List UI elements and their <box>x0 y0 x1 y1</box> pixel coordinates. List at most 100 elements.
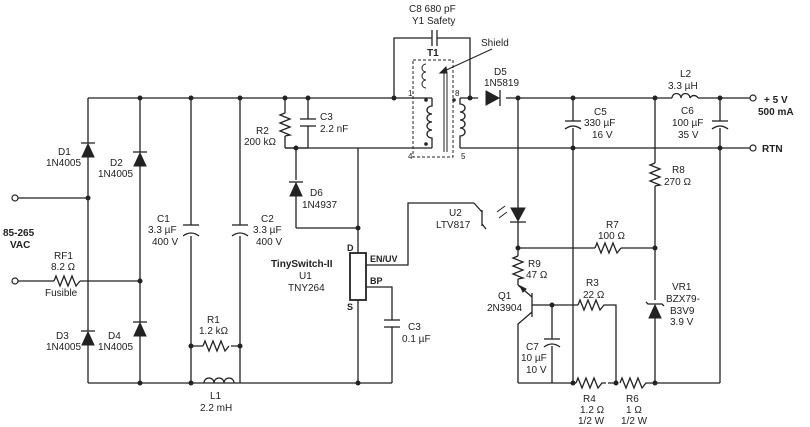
r9-value: 47 Ω <box>526 270 548 281</box>
r9-ref: R9 <box>528 259 541 270</box>
diode-d3 <box>81 330 95 346</box>
c7-ref: C7 <box>526 342 539 353</box>
d4-ref: D4 <box>108 331 121 342</box>
resistor-r6 <box>619 376 650 390</box>
input-terminal-line <box>11 194 19 202</box>
c7-rating: 10 V <box>526 365 547 376</box>
transistor-q1 <box>518 284 540 317</box>
c3-clamp-value: 2.2 nF <box>320 124 348 135</box>
u1-pin-d: D <box>347 243 354 253</box>
l2-value: 3.3 µH <box>668 81 698 92</box>
optocoupler-u2 <box>473 202 526 230</box>
c8-ref: C8 680 pF <box>409 4 456 15</box>
inductor-l1 <box>203 377 235 384</box>
shield-arrow <box>441 48 493 73</box>
rf1-ref: RF1 <box>54 251 73 262</box>
c3-clamp-ref: C3 <box>320 112 333 123</box>
r8-value: 270 Ω <box>664 177 691 188</box>
t1-pin5: 5 <box>461 152 466 161</box>
d3-ref: D3 <box>56 331 69 342</box>
capacitor-c2 <box>231 224 249 237</box>
rf1-note: Fusible <box>45 288 78 299</box>
wires <box>18 37 750 384</box>
r2-value: 200 kΩ <box>244 137 276 148</box>
u1-ref: U1 <box>299 271 312 282</box>
u1-pin-bp: BP <box>370 276 383 286</box>
zener-vr1 <box>645 301 665 319</box>
c5-rating: 16 V <box>592 130 613 141</box>
u2-ref: U2 <box>449 208 462 219</box>
r6-ref: R6 <box>626 394 639 405</box>
c1-ref: C1 <box>157 214 170 225</box>
q1-ref: Q1 <box>498 291 512 302</box>
vr1-ref: VR1 <box>672 282 692 293</box>
vr1-part1: BZX79- <box>666 294 700 305</box>
input-terminal-neutral <box>11 277 19 285</box>
t1-pin4: 4 <box>408 152 413 161</box>
l1-value: 2.2 mH <box>200 403 232 414</box>
diode-d1 <box>81 142 95 158</box>
c6-value: 100 µF <box>672 118 703 129</box>
d3-part: 1N4005 <box>46 342 81 353</box>
d1-ref: D1 <box>58 147 71 158</box>
capacitor-c7 <box>543 338 561 348</box>
d5-part: 1N5819 <box>484 78 519 89</box>
r6-value: 1 Ω <box>626 405 642 416</box>
t1-pin1: 1 <box>408 89 413 98</box>
c1-value: 3.3 µF <box>148 225 177 236</box>
d5-ref: D5 <box>494 67 507 78</box>
resistor-r7 <box>594 241 622 255</box>
l1-ref: L1 <box>210 391 222 402</box>
r2-ref: R2 <box>256 126 269 137</box>
u1-pin-en: EN/UV <box>370 254 398 264</box>
transformer-t1 <box>412 59 466 158</box>
r3-value: 22 Ω <box>583 290 605 301</box>
resistor-r2 <box>278 112 293 137</box>
u2-part: LTV817 <box>436 220 471 231</box>
capacitor-c8 <box>431 30 438 46</box>
d6-ref: D6 <box>310 188 323 199</box>
c6-ref: C6 <box>681 106 694 117</box>
d4-part: 1N4005 <box>98 342 133 353</box>
c7-value: 10 µF <box>521 353 547 364</box>
inductor-l2 <box>671 92 699 99</box>
capacitor-c3-clamp <box>300 118 316 127</box>
r8-ref: R8 <box>672 165 685 176</box>
vr1-part2: B3V9 <box>670 306 695 317</box>
r1-ref: R1 <box>207 315 220 326</box>
c2-ref: C2 <box>261 214 274 225</box>
r7-value: 100 Ω <box>598 231 625 242</box>
u1-pin-s: S <box>347 302 353 312</box>
c3-bp-value: 0.1 µF <box>402 334 431 345</box>
output-rtn: RTN <box>762 144 783 155</box>
resistor-rf1 <box>53 274 81 288</box>
resistor-r1 <box>202 339 230 353</box>
c1-rating: 400 V <box>152 237 178 248</box>
r4-rating: 1/2 W <box>578 416 605 427</box>
r7-ref: R7 <box>606 220 619 231</box>
c6-rating: 35 V <box>678 130 699 141</box>
resistor-r4 <box>575 376 606 390</box>
t1-pin8: 8 <box>455 89 460 98</box>
resistor-r8 <box>648 162 663 187</box>
r4-ref: R4 <box>583 394 596 405</box>
c3-bp-ref: C3 <box>408 322 421 333</box>
capacitor-c5 <box>564 120 582 130</box>
capacitor-c6 <box>711 120 729 130</box>
d2-ref: D2 <box>110 158 123 169</box>
d2-part: 1N4005 <box>98 169 133 180</box>
resistor-r9 <box>511 255 526 280</box>
capacitor-c3-bypass <box>384 319 400 328</box>
input-voltage-label-vac: VAC <box>10 240 30 251</box>
c8-note: Y1 Safety <box>412 16 455 27</box>
capacitor-c1 <box>182 224 200 237</box>
output-voltage: + 5 V <box>764 95 788 106</box>
resistor-r3 <box>577 298 606 312</box>
junction-dots <box>85 95 723 386</box>
r4-value: 1.2 Ω <box>580 405 605 416</box>
diode-d4 <box>133 321 147 337</box>
diode-d5 <box>485 90 501 106</box>
rf1-value: 8.2 Ω <box>51 262 76 273</box>
shield-label: Shield <box>481 38 509 49</box>
